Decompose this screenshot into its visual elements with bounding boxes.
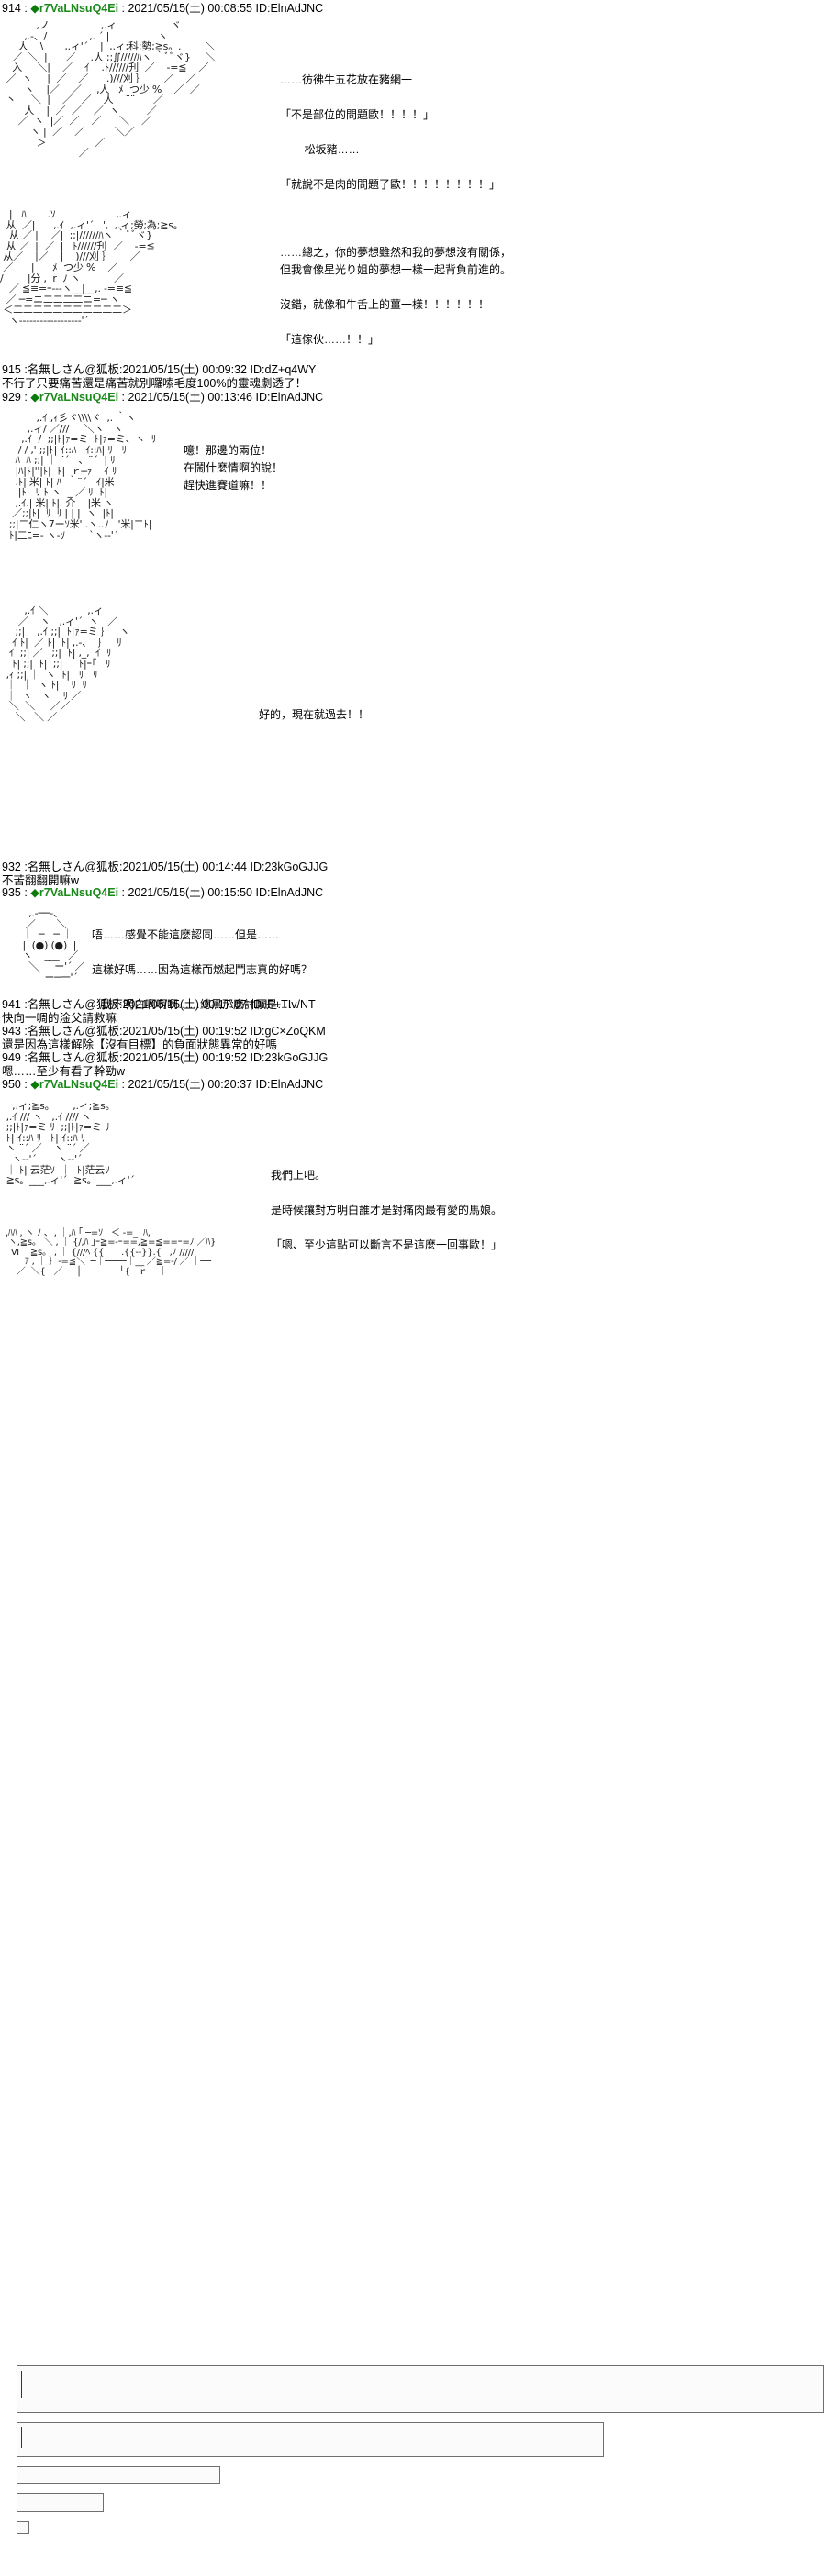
dialogue-text-6: 我們上吧。 是時候讓對方明白誰才是對痛肉最有愛的馬娘。 「嗯、至少這點可以斷言不… [271,1169,503,1251]
post-date: 2021/05/15(土) 00:14:44 [122,861,247,873]
post-number[interactable]: 935 [2,886,21,899]
post-number[interactable]: 950 [2,1078,21,1091]
ascii-art-block-1: ,ノ ,.ィ ヾ ,.-、/ ,. ´ | ヽ 人 \ ,.ィ'´ | ,.ィ;… [6,19,217,160]
post-sep2: : [118,886,128,899]
post-id: ID:23kGoGJJG [250,861,329,873]
post-header-915: 915 :名無しさん@狐板:2021/05/15(土) 00:09:32 ID:… [0,363,316,391]
post-sep2: : [118,391,128,404]
post-id: ID:ElnAdJNC [255,886,324,899]
text-caret [21,2371,22,2398]
post-author: :名無しさん@狐板: [20,861,123,873]
post-date: 2021/05/15(土) 00:09:32 [122,363,247,376]
ascii-art-block-7: ,ﾊﾊ , ヽ ﾉ ､ , ｜,ﾊ ｢ ─=ｿ ＜ -=_ ﾊ, ヽ,≧s。 ＼… [5,1228,217,1277]
dialogue-text-3: 噫！那邊的兩位！ 在鬧什麼情啊的說！ 趕快進賽道嘛！！ [184,444,284,492]
text-caret [21,2427,22,2448]
post-sep: : [20,886,31,899]
post-header-950: 950 : ◆r7VaLNsuQ4Ei : 2021/05/15(土) 00:2… [0,1078,323,1092]
post-number[interactable]: 914 [2,2,21,15]
post-sep: : [20,391,31,404]
post-sep2: : [118,1078,128,1091]
ascii-art-block-5: ,.-──-、 ／ ＼ ｜ ─ ─ ｜ | (●) (●) | ヽ ___ ／ … [22,907,85,983]
post-number[interactable]: 941 [2,998,21,1011]
submit-button[interactable] [17,2493,104,2512]
post-date: 2021/05/15(土) 00:19:52 [122,1025,247,1038]
post-number[interactable]: 915 [2,363,21,376]
post-id: ID:ElnAdJNC [255,391,324,404]
trip-diamond-icon: ◆ [30,886,39,899]
ascii-art-block-6: ,.ィ;≧s。 ,.ィ;≧s。 ,.ｲ /// ヽ ,.ｲ //// ヽ ;;|… [6,1100,135,1187]
ascii-art-block-3: ,.ｲ ,ｨ彡ヾ\\\\ヾ ,. ｀ヽ ,.ィ/ ／/// ＼ヽ ヽ ,.ｲ /… [8,412,157,541]
post-header-932: 932 :名無しさん@狐板:2021/05/15(土) 00:14:44 ID:… [0,861,328,888]
dialogue-text-2: ……總之，你的夢想雖然和我的夢想沒有關係， 但我會像星光り姐的夢想一樣一起背負前… [280,246,512,346]
post-id: ID:lF+TIv/NT [250,998,316,1011]
post-id: ID:ElnAdJNC [255,1078,324,1091]
post-date: 2021/05/15(土) 00:20:37 [128,1078,253,1091]
reply-form [17,2365,826,2534]
post-date: 2021/05/15(土) 00:08:55 [128,2,253,15]
comment-textarea[interactable] [17,2365,824,2413]
post-id: ID:gC×ZoQKM [250,1025,326,1038]
post-date: 2021/05/15(土) 00:15:50 [128,886,253,899]
post-header-935: 935 : ◆r7VaLNsuQ4Ei : 2021/05/15(土) 00:1… [0,886,323,900]
post-number[interactable]: 943 [2,1025,21,1038]
post-date: 2021/05/15(土) 00:19:52 [122,1051,247,1064]
post-sep: : [20,2,31,15]
post-author: r7VaLNsuQ4Ei [39,391,119,404]
post-body: 快向一啁的淦父請救嘛 [2,1012,117,1025]
ascii-art-block-4: ,.ｲ ＼ ,.ィ ／ ヽ ,.ィ'´ ヽ ／ ;;| ,.ｲ ;;| ﾄ|ｧ=… [6,605,130,723]
post-author: :名無しさん@狐板: [20,998,123,1011]
agree-checkbox[interactable] [17,2521,29,2534]
ascii-art-block-2: | ﾊ .ｿ ,.ィ 从 ／| ,.ｲ ,.ィ'´ ', ,.ィ;勞;為;≧s。… [0,208,184,327]
post-id: ID:ElnAdJNC [255,2,324,15]
post-number[interactable]: 929 [2,391,21,404]
post-author: :名無しさん@狐板: [20,1051,123,1064]
name-input[interactable] [17,2422,604,2457]
post-id: ID:dZ+q4WY [250,363,317,376]
post-header-943: 943 :名無しさん@狐板:2021/05/15(土) 00:19:52 ID:… [0,1025,326,1052]
post-sep2: : [118,2,128,15]
dialogue-text-5: 唔……感覺不能這麼認同……但是…… 這樣好嗎……因為這樣而燃起鬥志真的好嗎？ 我… [92,928,313,1011]
post-header-929: 929 : ◆r7VaLNsuQ4Ei : 2021/05/15(土) 00:1… [0,391,323,405]
post-author: r7VaLNsuQ4Ei [39,1078,119,1091]
post-date: 2021/05/15(土) 00:13:46 [128,391,253,404]
mail-input[interactable] [17,2466,220,2484]
post-header-949: 949 :名無しさん@狐板:2021/05/15(土) 00:19:52 ID:… [0,1051,328,1079]
trip-diamond-icon: ◆ [30,1078,39,1091]
trip-diamond-icon: ◆ [30,391,39,404]
post-body: 不行了只要痛苦還是痛苦就別囉嗦毛度100%的靈魂劇透了！ [2,377,307,390]
post-author: :名無しさん@狐板: [20,1025,123,1038]
dialogue-text-1: ……彷彿牛五花放在豬網一 「不是部位的問題歐！！！！」 松坂豬…… 「就說不是肉… [280,73,501,191]
post-number[interactable]: 949 [2,1051,21,1064]
dialogue-text-4: 好的，現在就過去！！ [259,708,370,721]
post-body: 不苦翻翻開嘛w [2,874,80,887]
post-header-914: 914 : ◆r7VaLNsuQ4Ei : 2021/05/15(土) 00:0… [0,2,323,16]
post-date: 2021/05/15(土) 00:17:07 [122,998,247,1011]
post-author: :名無しさん@狐板: [20,363,123,376]
post-header-941: 941 :名無しさん@狐板:2021/05/15(土) 00:17:07 ID:… [0,998,316,1026]
post-author: r7VaLNsuQ4Ei [39,2,119,15]
post-body: 還是因為這樣解除【沒有目標】的負面狀態異常的好嗎 [2,1038,278,1051]
post-author: r7VaLNsuQ4Ei [39,886,119,899]
post-id: ID:23kGoGJJG [250,1051,329,1064]
post-body: 嗯……至少有看了幹勁w [2,1065,126,1078]
trip-diamond-icon: ◆ [30,2,39,15]
post-number[interactable]: 932 [2,861,21,873]
post-sep: : [20,1078,31,1091]
